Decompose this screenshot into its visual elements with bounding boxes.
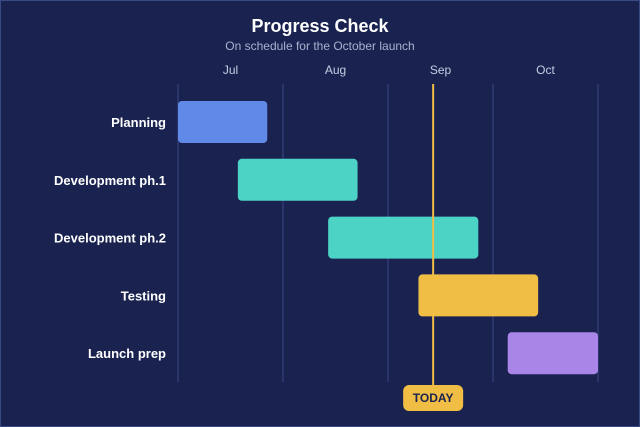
x-tick-label: Oct xyxy=(536,63,555,77)
today-label: TODAY xyxy=(413,391,454,405)
task-bar xyxy=(328,216,479,259)
task-label: Planning xyxy=(111,115,166,130)
x-tick-label: Jul xyxy=(223,63,238,77)
chart-subtitle: On schedule for the October launch xyxy=(225,39,415,53)
task-label: Development ph.2 xyxy=(54,231,166,246)
today-badge xyxy=(403,385,464,411)
task-label: Development ph.1 xyxy=(54,173,166,188)
x-tick-label: Aug xyxy=(325,63,346,77)
task-bar xyxy=(418,274,539,317)
task-bar xyxy=(178,101,268,143)
task-label: Testing xyxy=(121,288,166,303)
x-tick-label: Sep xyxy=(430,63,452,77)
task-bar xyxy=(237,158,358,201)
chart-title: Progress Check xyxy=(251,16,389,36)
task-bar xyxy=(507,332,598,375)
task-label: Launch prep xyxy=(88,346,166,361)
